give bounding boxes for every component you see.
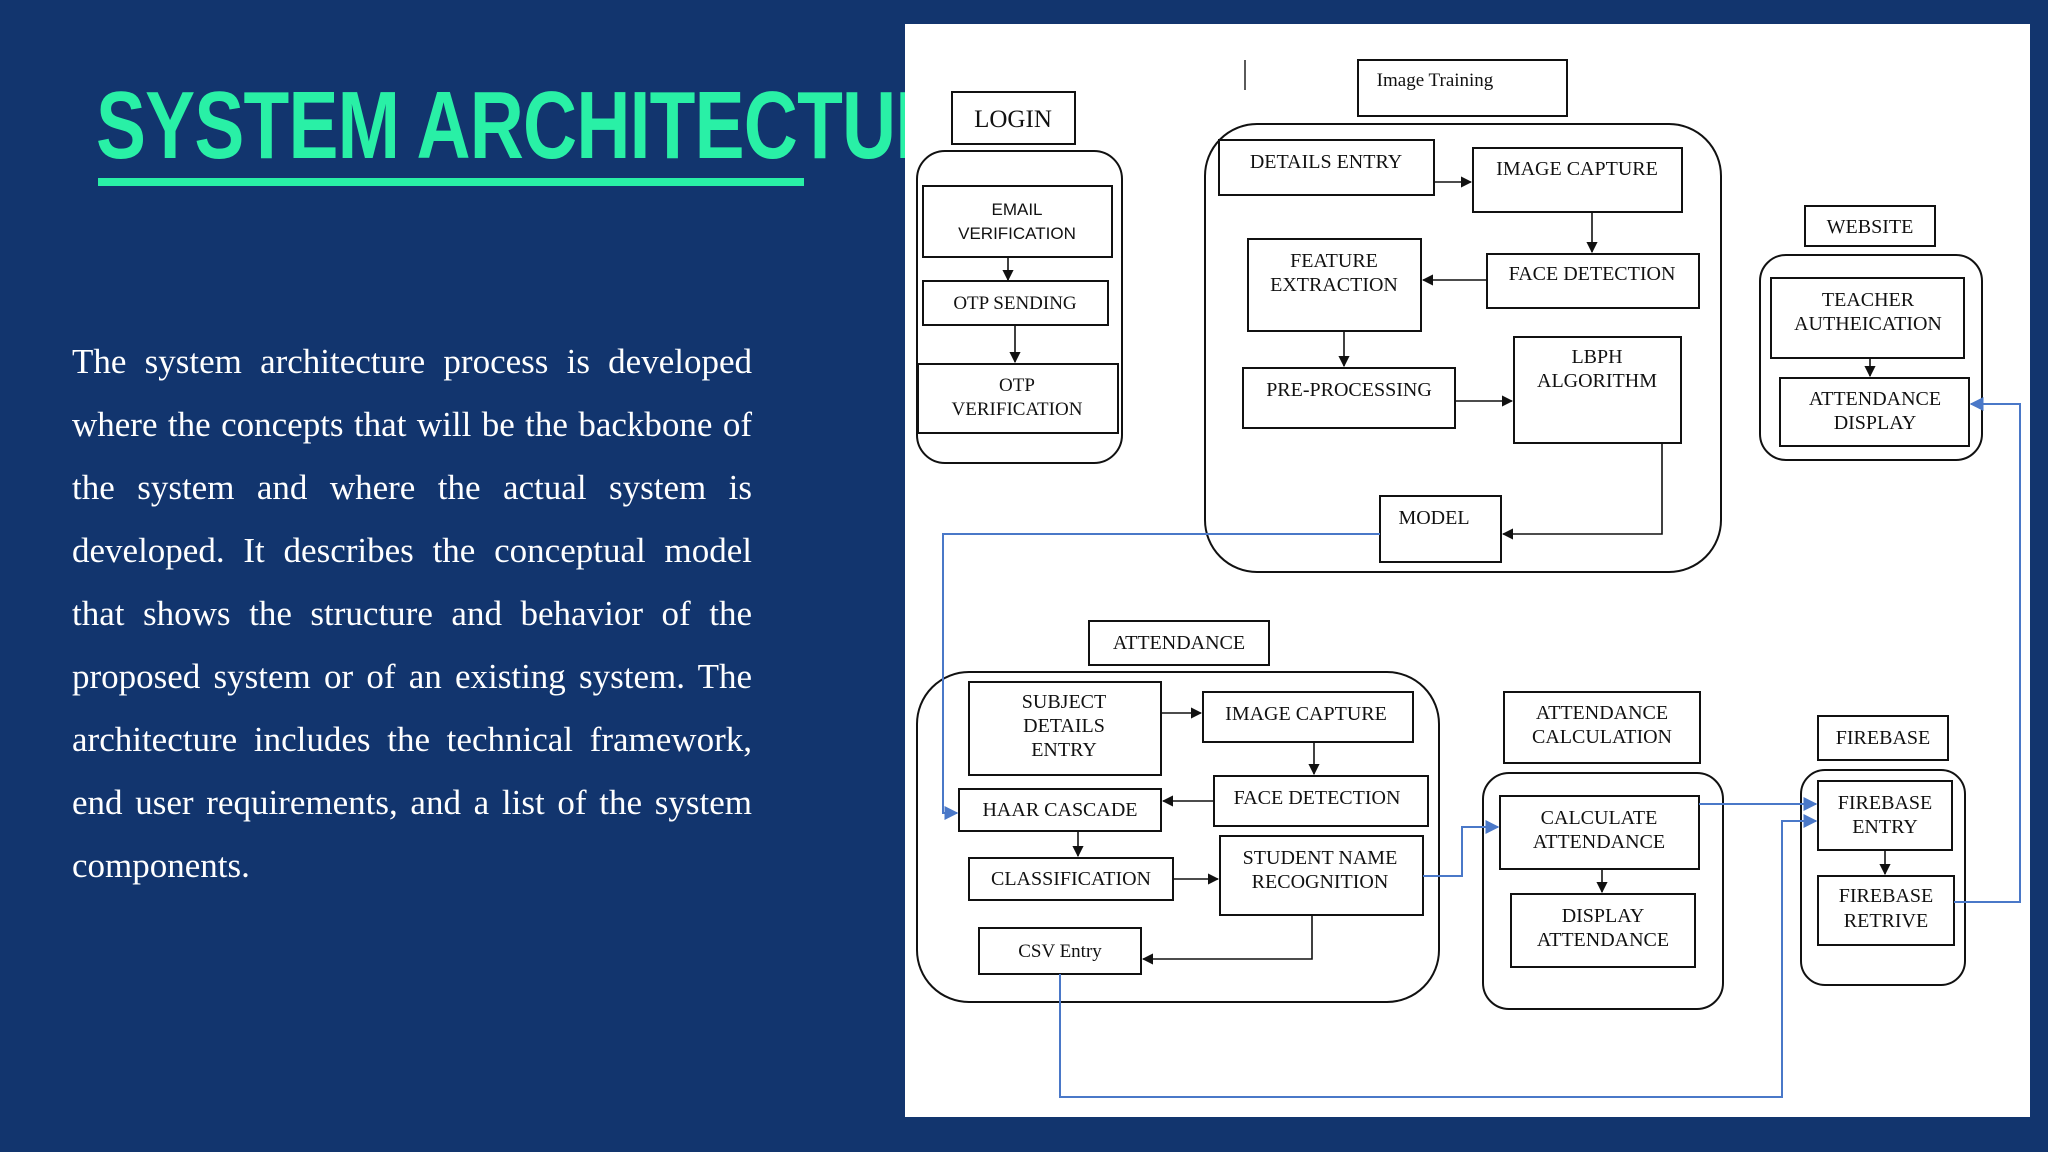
subject-details-box bbox=[968, 681, 1162, 776]
face-detection-box bbox=[1486, 253, 1700, 309]
attendance-display-line2: DISPLAY bbox=[1834, 412, 1917, 434]
details-entry-box bbox=[1218, 139, 1435, 196]
connector-firebase-retrive-to-website bbox=[1954, 397, 2021, 903]
image-training-group bbox=[1204, 59, 1722, 573]
website-title-box bbox=[1804, 205, 1936, 247]
csv-entry-label: CSV Entry bbox=[1018, 941, 1102, 962]
attendance-image-capture-box bbox=[1202, 691, 1414, 743]
subject-details-line2: DETAILS bbox=[1023, 715, 1105, 737]
image-training-title: Image Training bbox=[1377, 70, 1494, 91]
teacher-auth-line1: TEACHER bbox=[1822, 289, 1915, 311]
display-attendance-line2: ATTENDANCE bbox=[1537, 929, 1669, 951]
otp-sending-label: OTP SENDING bbox=[953, 293, 1077, 314]
diagram-canvas: LOGIN EMAIL VERIFICATION OTP SENDING OTP… bbox=[916, 59, 2021, 1098]
attendance-display-box bbox=[1779, 377, 1970, 447]
calculate-attendance-line2: ATTENDANCE bbox=[1533, 831, 1665, 853]
model-label: MODEL bbox=[1398, 507, 1469, 529]
attendance-face-detection-label: FACE DETECTION bbox=[1234, 787, 1401, 809]
attendance-container bbox=[916, 671, 1440, 1003]
attendance-calculation-title-line1: ATTENDANCE bbox=[1536, 702, 1668, 724]
pre-processing-box bbox=[1242, 367, 1456, 429]
attendance-title-box bbox=[1088, 620, 1270, 666]
lbph-algorithm-box bbox=[1513, 336, 1682, 444]
connector-recognition-to-calculate bbox=[1423, 820, 1500, 877]
firebase-group bbox=[1800, 715, 1966, 986]
lbph-line1: LBPH bbox=[1571, 346, 1622, 368]
haar-cascade-label: HAAR CASCADE bbox=[982, 799, 1137, 821]
arrow-lbph-to-model bbox=[1501, 443, 1663, 540]
attendance-calculation-group bbox=[1482, 691, 1724, 1010]
subject-details-line1: SUBJECT bbox=[1022, 691, 1106, 713]
teacher-authentication-box bbox=[1770, 277, 1965, 359]
login-title: LOGIN bbox=[974, 106, 1052, 133]
otp-verification-line2: VERIFICATION bbox=[952, 399, 1083, 420]
feature-extraction-line2: EXTRACTION bbox=[1270, 274, 1398, 296]
feature-extraction-box bbox=[1247, 238, 1422, 332]
image-training-container bbox=[1204, 123, 1722, 573]
attendance-calculation-title-line2: CALCULATION bbox=[1532, 726, 1672, 748]
details-entry-label: DETAILS ENTRY bbox=[1250, 151, 1402, 173]
firebase-entry-line2: ENTRY bbox=[1852, 816, 1918, 838]
subject-details-line3: ENTRY bbox=[1031, 739, 1097, 761]
haar-cascade-box bbox=[958, 788, 1162, 832]
firebase-container bbox=[1800, 769, 1966, 986]
model-box bbox=[1379, 495, 1502, 563]
attendance-display-line1: ATTENDANCE bbox=[1809, 388, 1941, 410]
email-verification-line2: VERIFICATION bbox=[958, 224, 1076, 243]
login-container bbox=[916, 150, 1123, 464]
classification-label: CLASSIFICATION bbox=[991, 868, 1151, 890]
firebase-entry-line1: FIREBASE bbox=[1838, 792, 1932, 814]
slide-title: SYSTEM ARCHITECTURE bbox=[96, 72, 999, 179]
display-attendance-box bbox=[1510, 893, 1696, 968]
otp-verification-box bbox=[917, 363, 1119, 434]
student-name-line1: STUDENT NAME bbox=[1243, 847, 1398, 869]
attendance-image-capture-label: IMAGE CAPTURE bbox=[1225, 703, 1387, 725]
image-capture-label: IMAGE CAPTURE bbox=[1496, 158, 1658, 180]
feature-extraction-line1: FEATURE bbox=[1290, 250, 1378, 272]
otp-verification-line1: OTP bbox=[999, 375, 1035, 396]
website-title: WEBSITE bbox=[1827, 216, 1914, 238]
calculate-attendance-box bbox=[1499, 795, 1700, 870]
face-detection-label: FACE DETECTION bbox=[1509, 263, 1676, 285]
student-name-line2: RECOGNITION bbox=[1252, 871, 1389, 893]
email-verification-line1: EMAIL bbox=[991, 200, 1042, 219]
image-capture-box bbox=[1472, 147, 1683, 213]
calculate-attendance-line1: CALCULATE bbox=[1541, 807, 1658, 829]
pre-processing-label: PRE-PROCESSING bbox=[1266, 379, 1432, 401]
website-container bbox=[1759, 254, 1983, 461]
attendance-calculation-title-box bbox=[1503, 691, 1701, 764]
lbph-line2: ALGORITHM bbox=[1537, 370, 1657, 392]
firebase-retrive-line1: FIREBASE bbox=[1839, 885, 1933, 907]
website-group bbox=[1759, 205, 1983, 461]
connector-csv-to-firebase-entry bbox=[1059, 814, 1818, 1098]
email-verification-box bbox=[922, 185, 1113, 258]
architecture-diagram: LOGIN EMAIL VERIFICATION OTP SENDING OTP… bbox=[905, 24, 2030, 1117]
display-attendance-line1: DISPLAY bbox=[1562, 905, 1645, 927]
title-underline bbox=[98, 178, 804, 186]
connector-model-to-haar bbox=[942, 533, 1380, 820]
login-title-box bbox=[951, 91, 1076, 145]
image-training-title-box bbox=[1357, 59, 1568, 117]
attendance-calculation-container bbox=[1482, 772, 1724, 1010]
firebase-title-box bbox=[1817, 715, 1949, 761]
firebase-retrive-line2: RETRIVE bbox=[1844, 910, 1928, 932]
firebase-title: FIREBASE bbox=[1836, 727, 1930, 749]
firebase-retrive-box bbox=[1817, 875, 1955, 946]
description-paragraph: The system architecture process is devel… bbox=[72, 342, 752, 885]
teacher-auth-line2: AUTHEICATION bbox=[1794, 313, 1942, 335]
attendance-title: ATTENDANCE bbox=[1113, 632, 1245, 654]
arrow-recognition-to-csv bbox=[1141, 915, 1313, 965]
